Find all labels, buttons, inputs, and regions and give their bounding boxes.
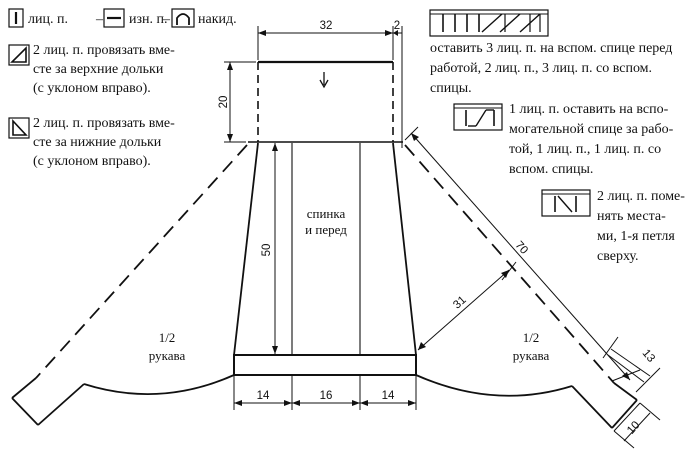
legend-dash: –	[162, 12, 171, 27]
dim-bottom	[233, 376, 417, 410]
legend-k2tog-right-3: (с уклоном вправо).	[33, 81, 151, 96]
yoke-outline	[248, 60, 403, 143]
swap-2-symbol-icon	[541, 189, 591, 217]
legend-k2tog-right-1: 2 лиц. п. провязать вме-	[33, 43, 175, 58]
right-sleeve-outline	[404, 144, 638, 429]
legend-swap-2-1: 2 лиц. п. поме-	[597, 189, 685, 204]
legend-dash: –	[95, 12, 104, 27]
legend-cable-6-3: спицы.	[430, 81, 472, 96]
legend-cross-2-1: 1 лиц. п. оставить на вспо-	[509, 102, 669, 117]
right-sleeve-label-1: 1/2	[523, 330, 540, 345]
dim-top-width	[257, 26, 403, 148]
knit-direction-arrow-icon	[319, 72, 329, 89]
dim-sleeve-inner	[417, 261, 517, 351]
dim-bottom-left-label: 14	[257, 390, 270, 402]
legend-cross-2-3: той, 1 лиц. п., 1 лиц. п. со	[509, 142, 661, 157]
legend-k2tog-back-1: 2 лиц. п. провязать вме-	[33, 116, 175, 131]
dim-sleeve-inner-label: 31	[451, 294, 469, 311]
cable-cross-2-symbol-icon	[453, 103, 503, 131]
body-label-1: спинка	[307, 206, 346, 221]
right-sleeve-label-2: рукава	[513, 348, 550, 363]
dim-body-height	[272, 143, 278, 354]
dim-top-width-label: 32	[320, 20, 333, 32]
dim-body-height-label: 50	[261, 244, 273, 257]
garment-schematic: спинка и перед 1/2 рукава 1/2 рукава	[11, 20, 661, 449]
legend-k2tog-back-3: (с уклоном вправо).	[33, 154, 151, 169]
legend-left: лиц. п. – изн. п. – накид. 2 лиц. п. про…	[8, 8, 237, 169]
dim-bottom-right-label: 14	[382, 390, 395, 402]
legend-knit-label: лиц. п.	[28, 12, 68, 27]
left-sleeve-label-2: рукава	[149, 348, 186, 363]
legend-swap-2-3: ми, 1-я петля	[597, 229, 675, 244]
legend-cable-6-2: работой, 2 лиц. п., 3 лиц. п. со вспом.	[430, 61, 652, 76]
legend-k2tog-right-2: сте за верхние дольки	[33, 62, 164, 77]
dim-top-small-label: 2	[394, 20, 400, 32]
legend-cross-2-2: могательной спице за рабо-	[509, 122, 674, 137]
legend-cross-2-4: вспом. спицы.	[509, 162, 593, 177]
legend-yarn-over-label: накид.	[198, 12, 237, 27]
dim-yoke-height	[224, 61, 256, 143]
purl-symbol-icon	[103, 8, 125, 28]
dim-cuff-end	[613, 402, 661, 449]
legend-swap-2-4: сверху.	[597, 249, 639, 264]
dim-yoke-height-label: 20	[218, 96, 230, 109]
k2tog-right-symbol-icon	[8, 44, 30, 66]
left-sleeve-outline	[11, 144, 248, 426]
legend-right: оставить 3 лиц. п. на вспом. спице перед…	[429, 9, 685, 264]
cable-cross-6-symbol-icon	[429, 9, 549, 37]
dim-sleeve-length	[404, 126, 641, 382]
legend-purl-label: изн. п.	[129, 12, 168, 27]
legend-cable-6-1: оставить 3 лиц. п. на вспом. спице перед	[430, 41, 672, 56]
dim-cuff-side	[602, 336, 661, 393]
body-outline	[233, 142, 417, 376]
dim-sleeve-length-label: 70	[512, 239, 529, 257]
knit-symbol-icon	[8, 8, 24, 28]
yarn-over-symbol-icon	[171, 8, 195, 28]
legend-k2tog-back-2: сте за нижние дольки	[33, 135, 162, 150]
legend-swap-2-2: нять места-	[597, 209, 666, 224]
dim-cuff-end-label: 10	[625, 419, 642, 437]
body-label-2: и перед	[305, 222, 347, 237]
k2tog-back-symbol-icon	[8, 117, 30, 139]
dim-cuff-side-label: 13	[640, 347, 657, 365]
dim-bottom-mid-label: 16	[320, 390, 333, 402]
left-sleeve-label-1: 1/2	[159, 330, 176, 345]
